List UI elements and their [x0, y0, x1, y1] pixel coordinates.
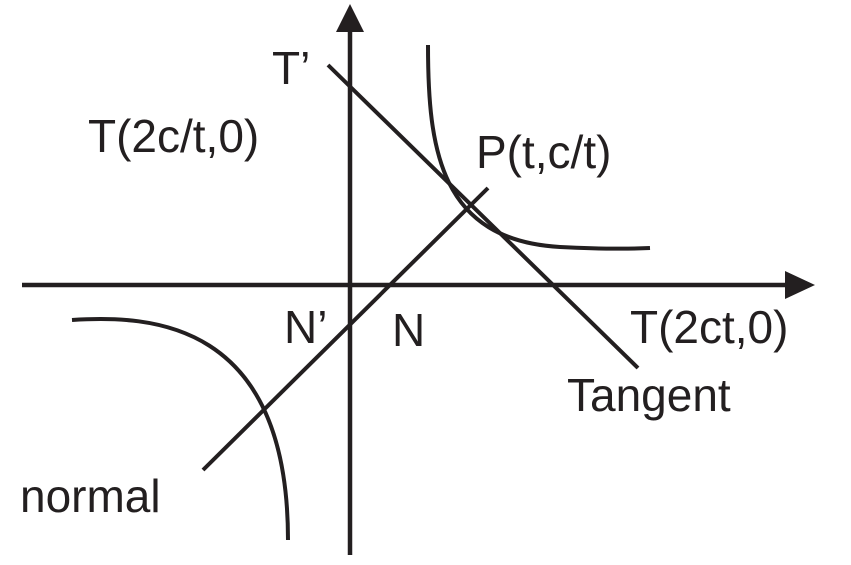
label-t-right: T(2ct,0) [630, 301, 788, 353]
label-n: N [392, 304, 425, 356]
normal-line [201, 186, 490, 472]
label-t-prime: T’ [272, 42, 310, 94]
tangent-line [326, 63, 640, 370]
x-axis-arrow [785, 271, 815, 299]
label-n-prime: N’ [284, 301, 327, 353]
hyperbola-lower-branch [71, 317, 290, 541]
hyperbola-upper-branch [426, 44, 651, 251]
label-p: P(t,c/t) [476, 126, 611, 178]
y-axis-arrow [336, 4, 364, 32]
label-tangent: Tangent [567, 369, 731, 421]
label-normal: normal [20, 470, 161, 522]
label-t-left: T(2c/t,0) [88, 110, 259, 162]
